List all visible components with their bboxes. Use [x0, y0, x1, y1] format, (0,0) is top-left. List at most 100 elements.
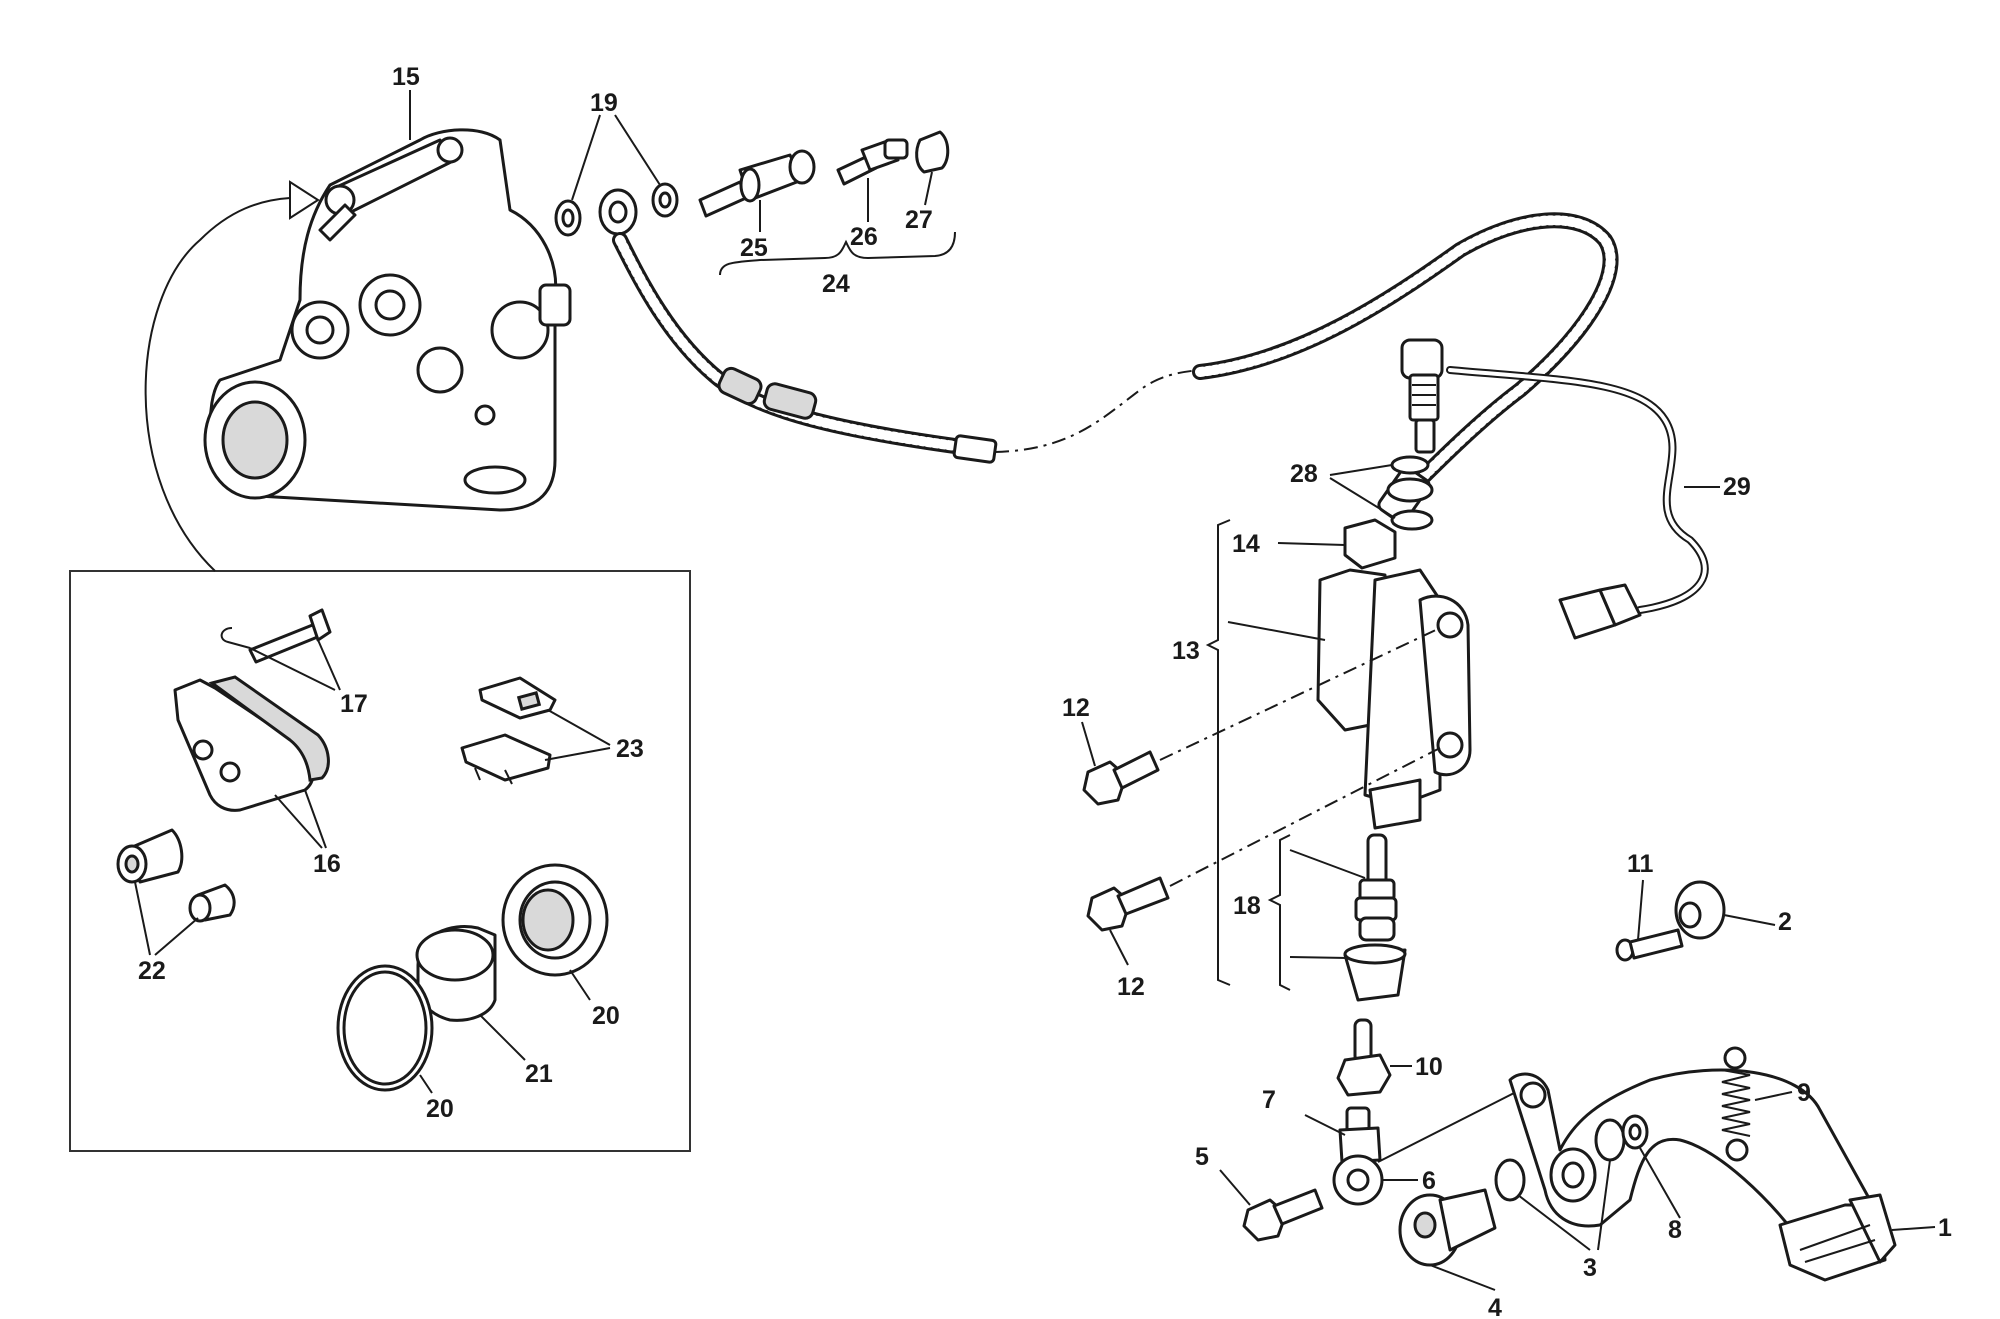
inset-arrow-head — [289, 180, 320, 220]
leader-8 — [1639, 1147, 1681, 1219]
boot-18 — [1343, 943, 1407, 1002]
brace-13 — [1205, 519, 1231, 986]
callout-23: 23 — [616, 735, 644, 763]
callout-20-large: 20 — [592, 1002, 620, 1030]
bolt-12-lower — [1086, 876, 1170, 932]
callout-16: 16 — [313, 850, 341, 878]
leader-19a — [571, 114, 601, 201]
callout-17: 17 — [340, 690, 368, 718]
callout-15: 15 — [392, 63, 420, 91]
pad-spring-23b — [460, 733, 552, 785]
leader-18a — [1289, 849, 1366, 879]
master-cylinder — [1316, 568, 1472, 830]
circlip-3b — [1594, 1118, 1626, 1162]
washer-8-hole — [1628, 1123, 1642, 1141]
slider-bush-22a — [116, 828, 184, 884]
leader-27 — [924, 171, 933, 206]
slider-bush-22b — [188, 883, 236, 923]
callout-29: 29 — [1723, 473, 1751, 501]
callout-25: 25 — [740, 234, 768, 262]
reservoir-cap-14 — [1343, 518, 1397, 570]
leader-19b — [614, 114, 661, 186]
callout-27: 27 — [905, 206, 933, 234]
bush-2 — [1674, 880, 1726, 940]
callout-11: 11 — [1627, 850, 1654, 878]
washer-28b — [1386, 477, 1434, 503]
banjo-eye-hole — [608, 200, 628, 224]
washer-28a — [1390, 455, 1430, 475]
leader-23a — [547, 709, 611, 746]
callout-12-lower: 12 — [1117, 973, 1145, 1001]
callout-9: 9 — [1797, 1079, 1811, 1107]
leader-23b — [544, 747, 611, 761]
adjuster-10 — [1336, 1018, 1392, 1097]
oring-20-small — [336, 964, 434, 1092]
brace-24 — [719, 231, 956, 276]
leader-1 — [1891, 1226, 1936, 1231]
pad-pin-17 — [248, 608, 332, 664]
brake-light-switch — [1400, 338, 1444, 454]
leader-2 — [1723, 914, 1776, 926]
piston-21 — [415, 925, 497, 1022]
callout-4: 4 — [1488, 1294, 1502, 1319]
callout-3: 3 — [1583, 1254, 1597, 1282]
leader-22b — [154, 917, 199, 956]
brake-caliper — [203, 128, 572, 512]
callout-7: 7 — [1262, 1086, 1276, 1114]
pivot-bolt-4 — [1398, 1188, 1497, 1267]
leader-5 — [1219, 1169, 1251, 1206]
washer-28c — [1390, 509, 1434, 531]
leader-16b — [304, 789, 327, 849]
callout-14: 14 — [1232, 530, 1260, 558]
axis-12-upper — [1159, 627, 1441, 761]
callout-6: 6 — [1422, 1167, 1436, 1195]
hose-sleeve-b — [762, 382, 818, 420]
callout-12-upper: 12 — [1062, 694, 1090, 722]
leader-28a — [1329, 464, 1393, 476]
leader-18b — [1289, 956, 1349, 959]
hose-sleeve-a — [717, 366, 763, 406]
leader-3b — [1597, 1159, 1611, 1251]
hose-end-fitting — [952, 434, 998, 464]
banjo-bolt-25 — [698, 149, 816, 218]
pad-spring-23a — [478, 676, 557, 720]
callout-22: 22 — [138, 957, 166, 985]
hose-dash-break — [994, 369, 1201, 453]
callout-21: 21 — [525, 1060, 553, 1088]
washer-19b-hole — [658, 191, 672, 209]
leader-9 — [1754, 1091, 1793, 1101]
leader-21 — [479, 1014, 526, 1061]
brake-pedal — [1508, 1068, 1897, 1282]
leader-17a — [249, 647, 336, 691]
brace-18 — [1267, 834, 1291, 991]
leader-3a — [1517, 1194, 1591, 1251]
leader-14 — [1277, 542, 1346, 546]
callout-10: 10 — [1415, 1053, 1443, 1081]
brake-hose-upper-texture — [1195, 215, 1616, 495]
callout-5: 5 — [1195, 1143, 1209, 1171]
callout-24: 24 — [822, 270, 850, 298]
bleed-valve-26 — [836, 138, 909, 186]
inset-arrow — [144, 197, 291, 572]
axis-12-lower — [1169, 747, 1441, 887]
callout-26: 26 — [850, 223, 878, 251]
washer-19a-hole — [561, 208, 575, 228]
axis-clevis — [1377, 1089, 1521, 1163]
spring-9 — [1721, 1046, 1751, 1162]
leader-11 — [1637, 879, 1644, 941]
callout-20-small: 20 — [426, 1095, 454, 1123]
leader-28b — [1329, 477, 1396, 519]
pushrod-18 — [1354, 833, 1398, 942]
detail-inset-frame — [69, 570, 691, 1152]
bolt-5 — [1242, 1188, 1324, 1242]
leader-12b — [1109, 929, 1129, 966]
circlip-3a — [1494, 1158, 1526, 1202]
callout-28: 28 — [1290, 460, 1318, 488]
leader-7 — [1304, 1114, 1346, 1136]
clevis-6 — [1332, 1106, 1384, 1206]
callout-18: 18 — [1233, 892, 1261, 920]
callout-13: 13 — [1172, 637, 1200, 665]
leader-13 — [1227, 621, 1326, 641]
switch-wire-core — [1448, 368, 1707, 612]
